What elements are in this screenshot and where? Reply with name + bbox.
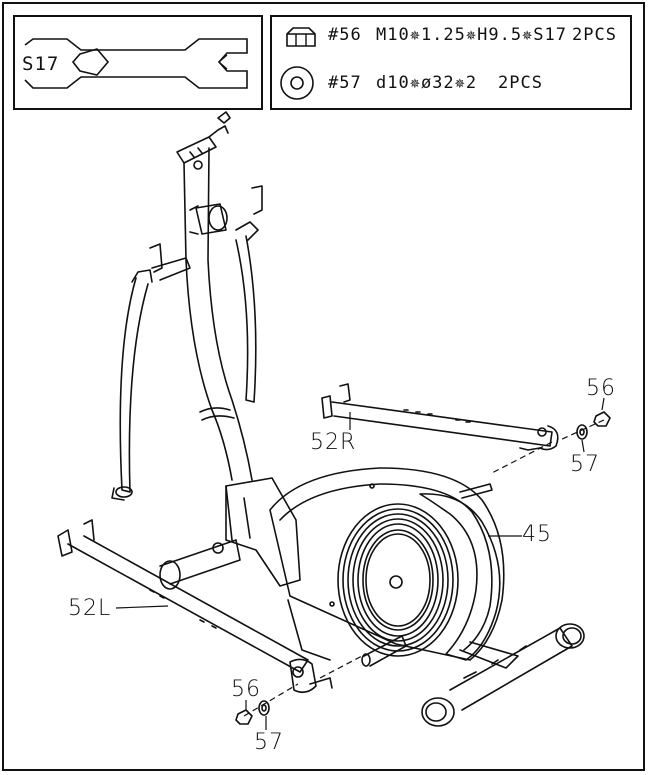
rear-assembly-line xyxy=(559,419,605,441)
wrench-icon xyxy=(24,38,248,89)
nut-icon xyxy=(286,27,316,47)
rear-axle-line xyxy=(489,441,553,475)
axle-rod-rear xyxy=(459,483,493,499)
flywheel-housing-45 xyxy=(269,467,519,669)
front-washer-57 xyxy=(258,700,270,716)
hardware-parts-panel: #56 M10✵1.25✵H9.5✵S17 2PCS #57 d10✵ø32✵2… xyxy=(270,15,632,110)
right-handlebar-arm xyxy=(235,185,263,403)
rear-washer-57 xyxy=(576,424,588,440)
callout-rear-nut: 56 xyxy=(586,376,616,401)
part-56-spec: M10✵1.25✵H9.5✵S17 xyxy=(376,25,567,45)
frame-base-beam xyxy=(159,477,301,590)
wrench-size-label: S17 xyxy=(21,53,61,75)
part-57-spec: d10✵ø32✵2 xyxy=(376,73,478,93)
callout-front-nut: 56 xyxy=(231,677,261,702)
leader-rear-nut xyxy=(601,397,605,411)
part-57-number: #57 xyxy=(328,73,362,93)
leader-rear-washer xyxy=(581,439,585,453)
front-nut-56 xyxy=(235,709,253,725)
front-stabilizer-52l xyxy=(57,519,333,694)
washer-icon xyxy=(280,66,314,100)
main-upright-post xyxy=(183,147,253,481)
callout-rear-stabilizer: 52R xyxy=(310,430,357,455)
rear-foot-tube xyxy=(421,623,585,727)
wrench-tool-panel: S17 xyxy=(13,15,263,110)
part-56-qty: 2PCS xyxy=(572,25,617,45)
rear-nut-56 xyxy=(593,411,611,427)
callout-front-washer: 57 xyxy=(254,730,284,755)
left-handlebar-arm xyxy=(111,243,191,501)
callout-front-stabilizer: 52L xyxy=(68,596,112,621)
axle-rod-front xyxy=(361,635,407,667)
front-axle-line xyxy=(319,655,363,679)
part-57-qty: 2PCS xyxy=(498,73,543,93)
console-bracket xyxy=(176,111,231,164)
rear-stabilizer-52r xyxy=(321,383,559,451)
callout-rear-washer: 57 xyxy=(570,452,600,477)
leader-52l xyxy=(115,605,169,609)
callout-main-frame: 45 xyxy=(522,522,552,547)
tension-knob xyxy=(189,203,228,235)
part-56-number: #56 xyxy=(328,25,362,45)
front-assembly-line xyxy=(243,683,299,717)
